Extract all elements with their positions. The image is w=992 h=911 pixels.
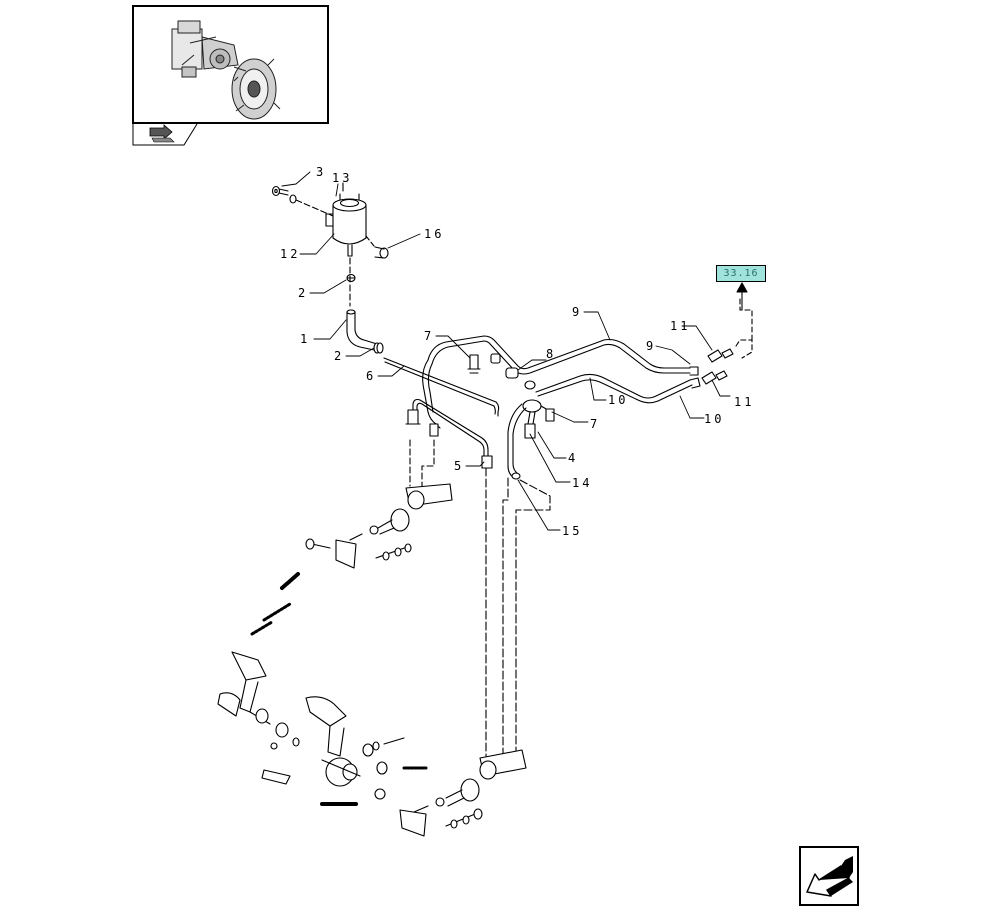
callout-12: 12 (280, 247, 300, 261)
bleed-screw-11-upper (707, 348, 734, 363)
master-cylinder-left (305, 483, 453, 569)
callout-1: 1 (300, 332, 307, 346)
brake-pedal-right (261, 696, 428, 806)
section-reference-link[interactable]: 33.16 (716, 265, 766, 282)
callout-7-right: 7 (590, 417, 597, 431)
callout-leaders (281, 171, 731, 531)
screw-16 (365, 235, 389, 259)
callout-6: 6 (366, 369, 373, 383)
callout-16: 16 (424, 227, 444, 241)
callout-14: 14 (572, 476, 592, 490)
brake-pipe-15 (507, 403, 527, 480)
callout-10-upper: 10 (608, 393, 628, 407)
previous-page-arrow-icon (806, 856, 853, 897)
callout-3: 3 (316, 165, 323, 179)
callout-13: 13 (332, 171, 352, 185)
callout-9-right: 9 (646, 339, 653, 353)
hose-clamp-upper (346, 273, 356, 283)
brake-fluid-reservoir (325, 182, 367, 257)
reference-arrow (736, 282, 748, 311)
bleed-screw-11-lower (701, 370, 728, 385)
callout-11-upper: 11 (670, 319, 690, 333)
previous-page-button[interactable] (799, 846, 859, 906)
washer-13 (289, 194, 297, 204)
assembly-thumbnail (132, 5, 329, 124)
callout-10-lower: 10 (704, 412, 724, 426)
callout-11-lower: 11 (734, 395, 754, 409)
callout-2-lower: 2 (334, 349, 341, 363)
hose-clamp-lower (373, 342, 384, 354)
pedal-spring (250, 572, 300, 636)
callout-4: 4 (568, 451, 575, 465)
master-cylinder-right (399, 749, 527, 837)
thumbnail-tab (132, 123, 198, 146)
banjo-fitting-7-left (467, 353, 501, 374)
callout-7-left: 7 (424, 329, 431, 343)
callout-8: 8 (546, 347, 553, 361)
union-8 (505, 367, 536, 390)
brake-pipe-9 (422, 335, 699, 413)
callout-15: 15 (562, 524, 582, 538)
tee-fitting-4 (522, 399, 555, 439)
callout-9-upper: 9 (572, 305, 579, 319)
brake-pipe-6 (383, 357, 500, 417)
washer-and-screw-3 (271, 185, 289, 197)
brake-pipe-10 (535, 373, 701, 404)
callout-labels: 3 13 16 12 2 1 2 6 7 8 9 9 11 11 10 10 7… (280, 165, 754, 538)
tab-arrow-icon (132, 123, 198, 146)
fitting-left-drop (405, 409, 439, 437)
banjo-fitting-5 (481, 455, 493, 469)
brake-pipe-left-cross (412, 398, 489, 457)
callout-2-upper: 2 (298, 286, 305, 300)
callout-5: 5 (454, 459, 461, 473)
flexible-hose-1 (346, 309, 378, 351)
brake-pedal-left (217, 651, 300, 750)
tractor-axle-thumbnail-icon (171, 20, 281, 120)
